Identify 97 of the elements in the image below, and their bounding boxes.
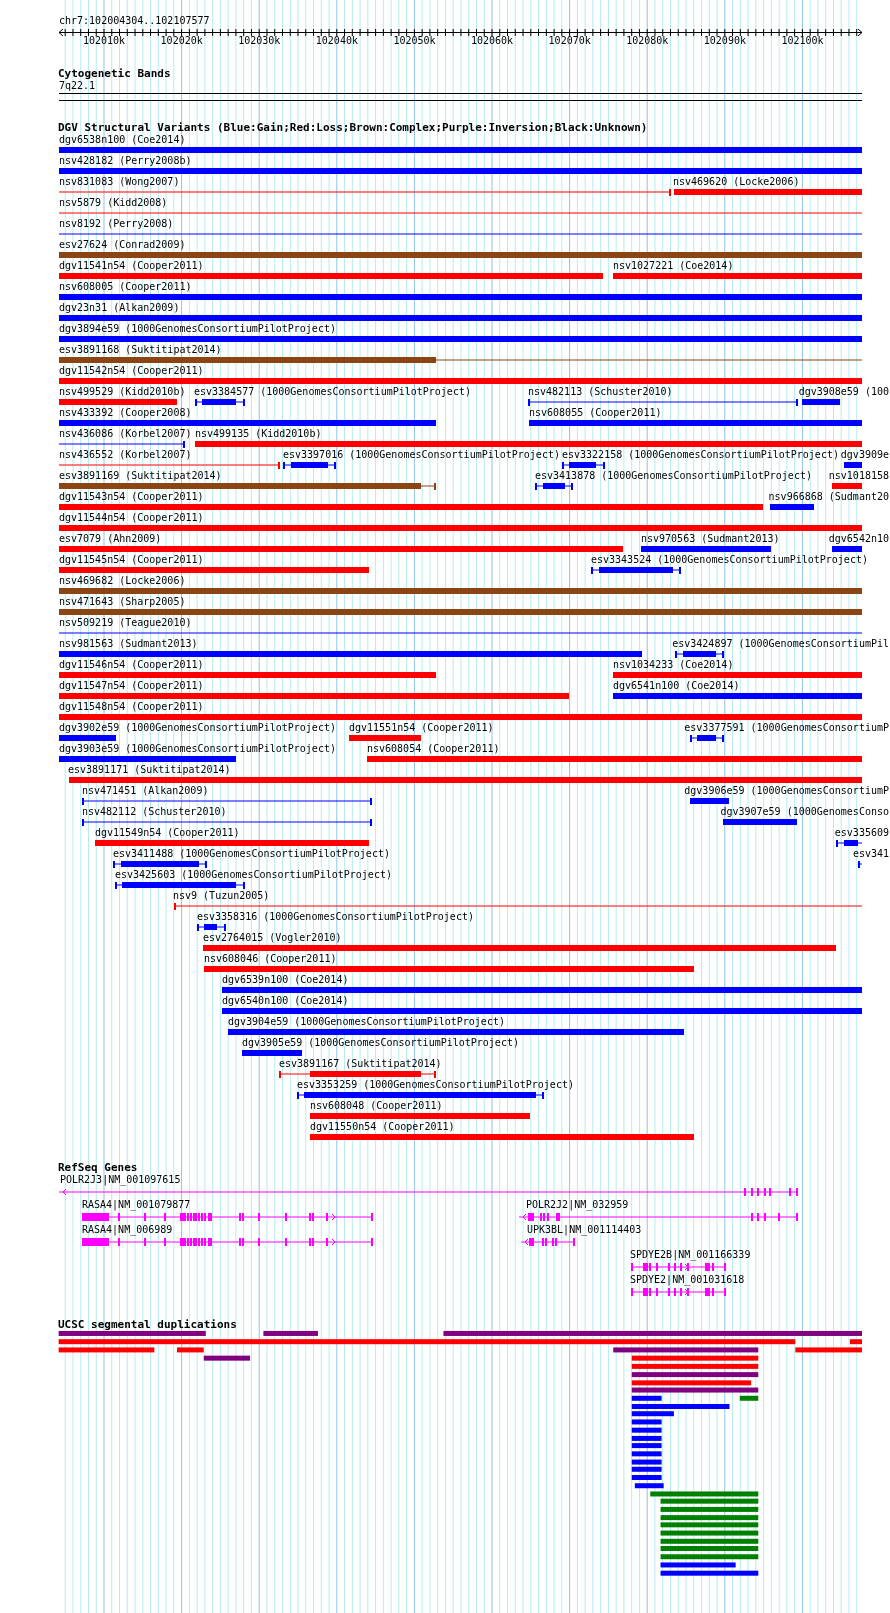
track-title: Cytogenetic Bands	[58, 68, 171, 80]
track-title: DGV Structural Variants (Blue:Gain;Red:Loss;Brown:Complex;Purple:Inversion;Black:Unknown)	[58, 122, 648, 134]
variant-label: dgv11551n54 (Cooper2011)	[349, 722, 494, 734]
variant-label: nsv608054 (Cooper2011)	[367, 743, 500, 755]
variant-label: dgv3909e	[840, 449, 889, 461]
variant-label: dgv3903e59 (1000GenomesConsortiumPilotProject)	[59, 743, 336, 755]
variant-label: nsv482113 (Schuster2010)	[528, 386, 673, 398]
gene-label: POLR2J2|NM_032959	[526, 1199, 629, 1211]
variant-label: dgv3902e59 (1000GenomesConsortiumPilotProject)	[59, 722, 336, 734]
variant-label: esv3425603 (1000GenomesConsortiumPilotProject)	[115, 869, 392, 881]
variant-label: nsv608055 (Cooper2011)	[529, 407, 662, 419]
gene-label: RASA4|NM_006989	[82, 1224, 173, 1236]
variant-label: dgv11550n54 (Cooper2011)	[310, 1121, 455, 1133]
variant-label: esv3353259 (1000GenomesConsortiumPilotProject)	[297, 1079, 574, 1091]
gene-label: POLR2J3|NM_001097615	[60, 1174, 181, 1186]
tick-label: 102090k	[703, 35, 746, 47]
variant-label: nsv5879 (Kidd2008)	[59, 197, 168, 209]
variant-label: esv3891167 (Suktitipat2014)	[279, 1058, 442, 1070]
gene-label: SPDYE2B|NM_001166339	[630, 1249, 751, 1261]
tick-label: 102040k	[315, 35, 358, 47]
variant-label: esv3358316 (1000GenomesConsortiumPilotProject)	[197, 911, 474, 923]
variant-label: nsv831083 (Wong2007)	[59, 176, 180, 188]
variant-label: dgv3905e59 (1000GenomesConsortiumPilotProject)	[242, 1037, 519, 1049]
variant-label: nsv966868 (Sudmant20	[768, 491, 889, 503]
variant-label: esv3891168 (Suktitipat2014)	[59, 344, 222, 356]
variant-label: esv3413878 (1000GenomesConsortiumPilotProject)	[535, 470, 812, 482]
variant-label: nsv608005 (Cooper2011)	[59, 281, 192, 293]
tick-label: 102010k	[83, 35, 126, 47]
gene-label: RASA4|NM_001079877	[82, 1199, 191, 1211]
variant-label: dgv6539n100 (Coe2014)	[222, 974, 349, 986]
variant-label: dgv6538n100 (Coe2014)	[59, 134, 186, 146]
tick-label: 102100k	[781, 35, 824, 47]
variant-label: dgv11547n54 (Cooper2011)	[59, 680, 204, 692]
variant-label: esv341	[852, 848, 889, 860]
variant-label: dgv11542n54 (Cooper2011)	[59, 365, 204, 377]
gene-label: SPDYE2|NM_001031618	[630, 1274, 745, 1286]
variant-label: nsv428182 (Perry2008b)	[59, 155, 192, 167]
variant-label: nsv471643 (Sharp2005)	[59, 596, 186, 608]
variant-label: dgv11549n54 (Cooper2011)	[95, 827, 240, 839]
variant-label: nsv9 (Tuzun2005)	[173, 890, 270, 902]
variant-label: dgv3907e59 (1000GenomesConso	[720, 806, 889, 818]
variant-label: dgv11544n54 (Cooper2011)	[59, 512, 204, 524]
variant-label: dgv6541n100 (Coe2014)	[613, 680, 740, 692]
variant-label: nsv981563 (Sudmant2013)	[59, 638, 198, 650]
variant-label: dgv11546n54 (Cooper2011)	[59, 659, 204, 671]
variant-label: dgv23n31 (Alkan2009)	[59, 302, 180, 314]
variant-label: dgv6542n10	[828, 533, 889, 545]
band-label: 7q22.1	[59, 80, 96, 92]
variant-label: esv3397016 (1000GenomesConsortiumPilotProject)	[283, 449, 560, 461]
tick-label: 102060k	[471, 35, 514, 47]
variant-label: nsv499529 (Kidd2010b)	[59, 386, 186, 398]
variant-label: esv3377591 (1000GenomesConsortiumP	[684, 722, 889, 734]
variant-label: esv3384577 (1000GenomesConsortiumPilotProject)	[194, 386, 471, 398]
variant-label: nsv970563 (Sudmant2013)	[641, 533, 780, 545]
tick-label: 102030k	[238, 35, 281, 47]
variant-label: esv2764015 (Vogler2010)	[203, 932, 342, 944]
gene-label: UPK3BL|NM_001114403	[527, 1224, 642, 1236]
variant-label: esv3343524 (1000GenomesConsortiumPilotProject)	[591, 554, 868, 566]
variant-label: dgv3908e59 (100	[798, 386, 889, 398]
variant-label: esv3411488 (1000GenomesConsortiumPilotProject)	[113, 848, 390, 860]
variant-label: dgv11541n54 (Cooper2011)	[59, 260, 204, 272]
variant-label: esv7079 (Ahn2009)	[59, 533, 162, 545]
variant-label: nsv608048 (Cooper2011)	[310, 1100, 443, 1112]
tick-label: 102080k	[626, 35, 669, 47]
variant-label: nsv436552 (Korbel2007)	[59, 449, 192, 461]
variant-label: esv3424897 (1000GenomesConsortiumPil	[672, 638, 889, 650]
variant-label: nsv1018158	[828, 470, 889, 482]
variant-label: nsv469620 (Locke2006)	[673, 176, 800, 188]
variant-label: dgv3906e59 (1000GenomesConsortiumP	[684, 785, 889, 797]
variant-label: esv3891169 (Suktitipat2014)	[59, 470, 222, 482]
variant-label: dgv11543n54 (Cooper2011)	[59, 491, 204, 503]
variant-label: nsv509219 (Teague2010)	[59, 617, 192, 629]
variant-label: nsv1027221 (Coe2014)	[613, 260, 734, 272]
variant-label: dgv3894e59 (1000GenomesConsortiumPilotProject)	[59, 323, 336, 335]
variant-label: nsv471451 (Alkan2009)	[82, 785, 209, 797]
variant-label: dgv6540n100 (Coe2014)	[222, 995, 349, 1007]
position-label: chr7:102004304..102107577	[59, 15, 210, 27]
variant-label: esv3322158 (1000GenomesConsortiumPilotProject)	[562, 449, 839, 461]
variant-label: esv335609	[834, 827, 889, 839]
variant-label: esv3891171 (Suktitipat2014)	[68, 764, 231, 776]
track-title: UCSC segmental duplications	[58, 1319, 237, 1331]
variant-label: nsv433392 (Cooper2008)	[59, 407, 192, 419]
variant-label: nsv608046 (Cooper2011)	[204, 953, 337, 965]
variant-label: esv27624 (Conrad2009)	[59, 239, 186, 251]
tick-label: 102020k	[160, 35, 203, 47]
variant-label: nsv499135 (Kidd2010b)	[195, 428, 322, 440]
variant-label: nsv482112 (Schuster2010)	[82, 806, 227, 818]
variant-label: dgv3904e59 (1000GenomesConsortiumPilotProject)	[228, 1016, 505, 1028]
tick-label: 102070k	[548, 35, 591, 47]
variant-label: nsv8192 (Perry2008)	[59, 218, 174, 230]
tick-label: 102050k	[393, 35, 436, 47]
track-title: RefSeq Genes	[58, 1162, 138, 1174]
variant-label: dgv11548n54 (Cooper2011)	[59, 701, 204, 713]
variant-label: dgv11545n54 (Cooper2011)	[59, 554, 204, 566]
variant-label: nsv1034233 (Coe2014)	[613, 659, 734, 671]
variant-label: nsv436086 (Korbel2007)	[59, 428, 192, 440]
variant-label: nsv469682 (Locke2006)	[59, 575, 186, 587]
